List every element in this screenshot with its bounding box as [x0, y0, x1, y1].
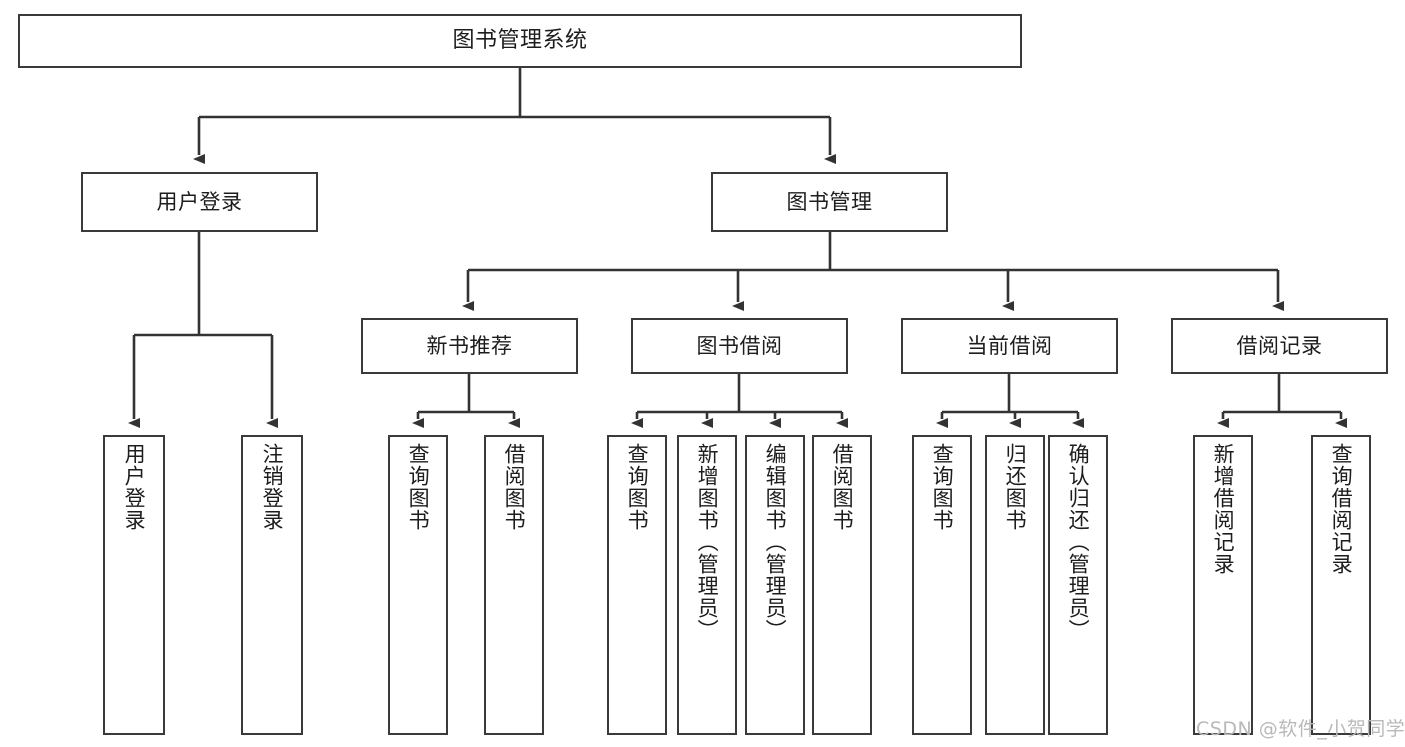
node-current-borrow-label: 当前借阅 [966, 333, 1053, 358]
node-leaf-query-borrow-record-label: 查询借阅记录 [1329, 443, 1354, 575]
node-leaf-logout-login[interactable]: 注销登录 [241, 435, 303, 735]
node-leaf-borrow-book-1-label: 借阅图书 [502, 443, 527, 531]
node-new-book-recommend[interactable]: 新书推荐 [361, 318, 578, 374]
node-root-label: 图书管理系统 [452, 28, 588, 54]
node-current-borrow[interactable]: 当前借阅 [901, 318, 1118, 374]
node-leaf-add-borrow-record[interactable]: 新增借阅记录 [1193, 435, 1253, 735]
node-leaf-logout-login-label: 注销登录 [260, 443, 285, 531]
node-leaf-query-book-2-label: 查询图书 [625, 443, 650, 531]
node-leaf-add-book-admin-label: 新增图书（管理员） [695, 443, 720, 641]
node-new-book-recommend-label: 新书推荐 [426, 333, 513, 358]
node-leaf-user-login[interactable]: 用户登录 [103, 435, 165, 735]
node-leaf-edit-book-admin[interactable]: 编辑图书（管理员） [745, 435, 805, 735]
node-leaf-confirm-return-admin-label: 确认归还（管理员） [1066, 443, 1091, 641]
node-borrow-record[interactable]: 借阅记录 [1171, 318, 1388, 374]
node-leaf-return-book[interactable]: 归还图书 [985, 435, 1045, 735]
node-leaf-borrow-book-1[interactable]: 借阅图书 [484, 435, 544, 735]
node-leaf-query-borrow-record[interactable]: 查询借阅记录 [1311, 435, 1371, 735]
node-leaf-borrow-book-2-label: 借阅图书 [830, 443, 855, 531]
node-leaf-query-book-1-label: 查询图书 [406, 443, 431, 531]
node-leaf-query-book-2[interactable]: 查询图书 [607, 435, 667, 735]
node-book-borrow[interactable]: 图书借阅 [631, 318, 848, 374]
node-borrow-record-label: 借阅记录 [1236, 333, 1323, 358]
node-leaf-query-book-1[interactable]: 查询图书 [388, 435, 448, 735]
node-leaf-return-book-label: 归还图书 [1003, 443, 1028, 531]
node-leaf-query-book-3-label: 查询图书 [930, 443, 955, 531]
node-user-login[interactable]: 用户登录 [81, 172, 318, 232]
node-leaf-query-book-3[interactable]: 查询图书 [912, 435, 972, 735]
node-leaf-add-book-admin[interactable]: 新增图书（管理员） [677, 435, 737, 735]
watermark: CSDN @软件_小贺同学 [1196, 718, 1405, 740]
node-user-login-label: 用户登录 [156, 189, 243, 214]
node-book-borrow-label: 图书借阅 [696, 333, 783, 358]
node-leaf-add-borrow-record-label: 新增借阅记录 [1211, 443, 1236, 575]
node-leaf-user-login-label: 用户登录 [122, 443, 147, 531]
node-leaf-edit-book-admin-label: 编辑图书（管理员） [763, 443, 788, 641]
node-root[interactable]: 图书管理系统 [18, 14, 1022, 68]
node-book-manage[interactable]: 图书管理 [711, 172, 948, 232]
node-leaf-confirm-return-admin[interactable]: 确认归还（管理员） [1048, 435, 1108, 735]
node-book-manage-label: 图书管理 [786, 189, 873, 214]
node-leaf-borrow-book-2[interactable]: 借阅图书 [812, 435, 872, 735]
